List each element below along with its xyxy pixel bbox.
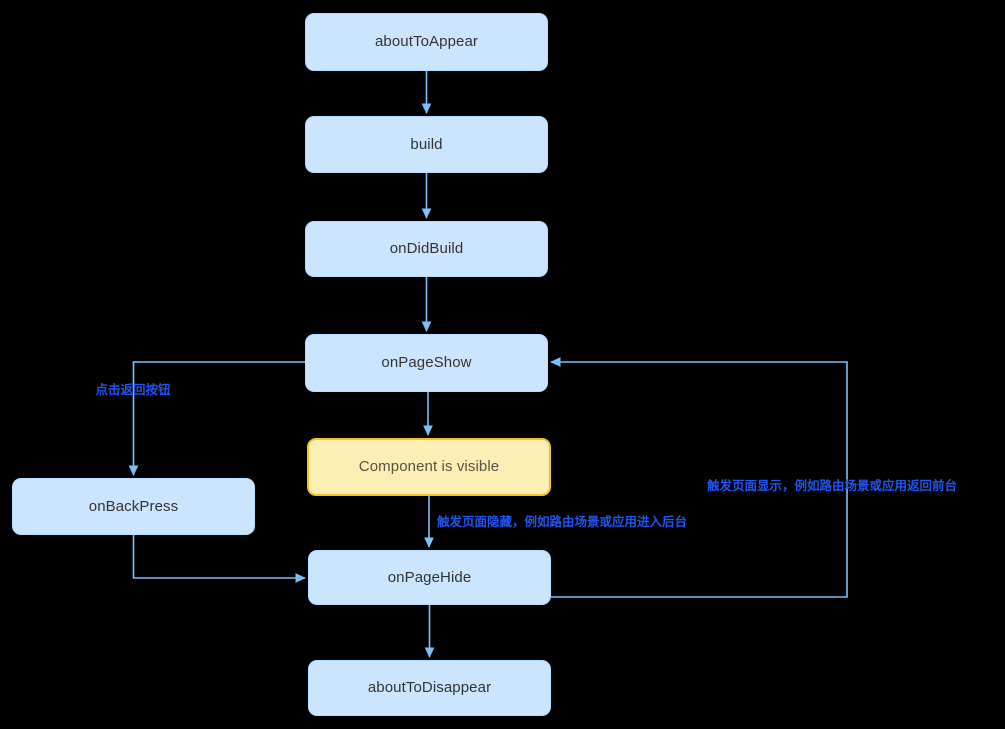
edge-onPageHide-onPageShow (550, 357, 848, 598)
node-onBackPress[interactable]: onBackPress (12, 478, 255, 535)
edge-label-page-hide: 触发页面隐藏，例如路由场景或应用进入后台 (437, 514, 688, 529)
node-aboutToDisappear[interactable]: aboutToDisappear (308, 660, 551, 716)
edge-label-page-show: 触发页面显示，例如路由场景或应用返回前台 (707, 478, 958, 493)
edge-label-back-press: 点击返回按钮 (95, 382, 171, 397)
edge-onBackPress-onPageHide (132, 535, 306, 583)
node-onPageShow[interactable]: onPageShow (305, 334, 548, 392)
node-onPageHide[interactable]: onPageHide (308, 550, 551, 605)
node-onDidBuild[interactable]: onDidBuild (305, 221, 548, 277)
edge-onPageShow-onBackPress (128, 361, 305, 476)
node-build[interactable]: build (305, 116, 548, 173)
node-aboutToAppear[interactable]: aboutToAppear (305, 13, 548, 71)
node-component-is-visible[interactable]: Component is visible (307, 438, 551, 496)
